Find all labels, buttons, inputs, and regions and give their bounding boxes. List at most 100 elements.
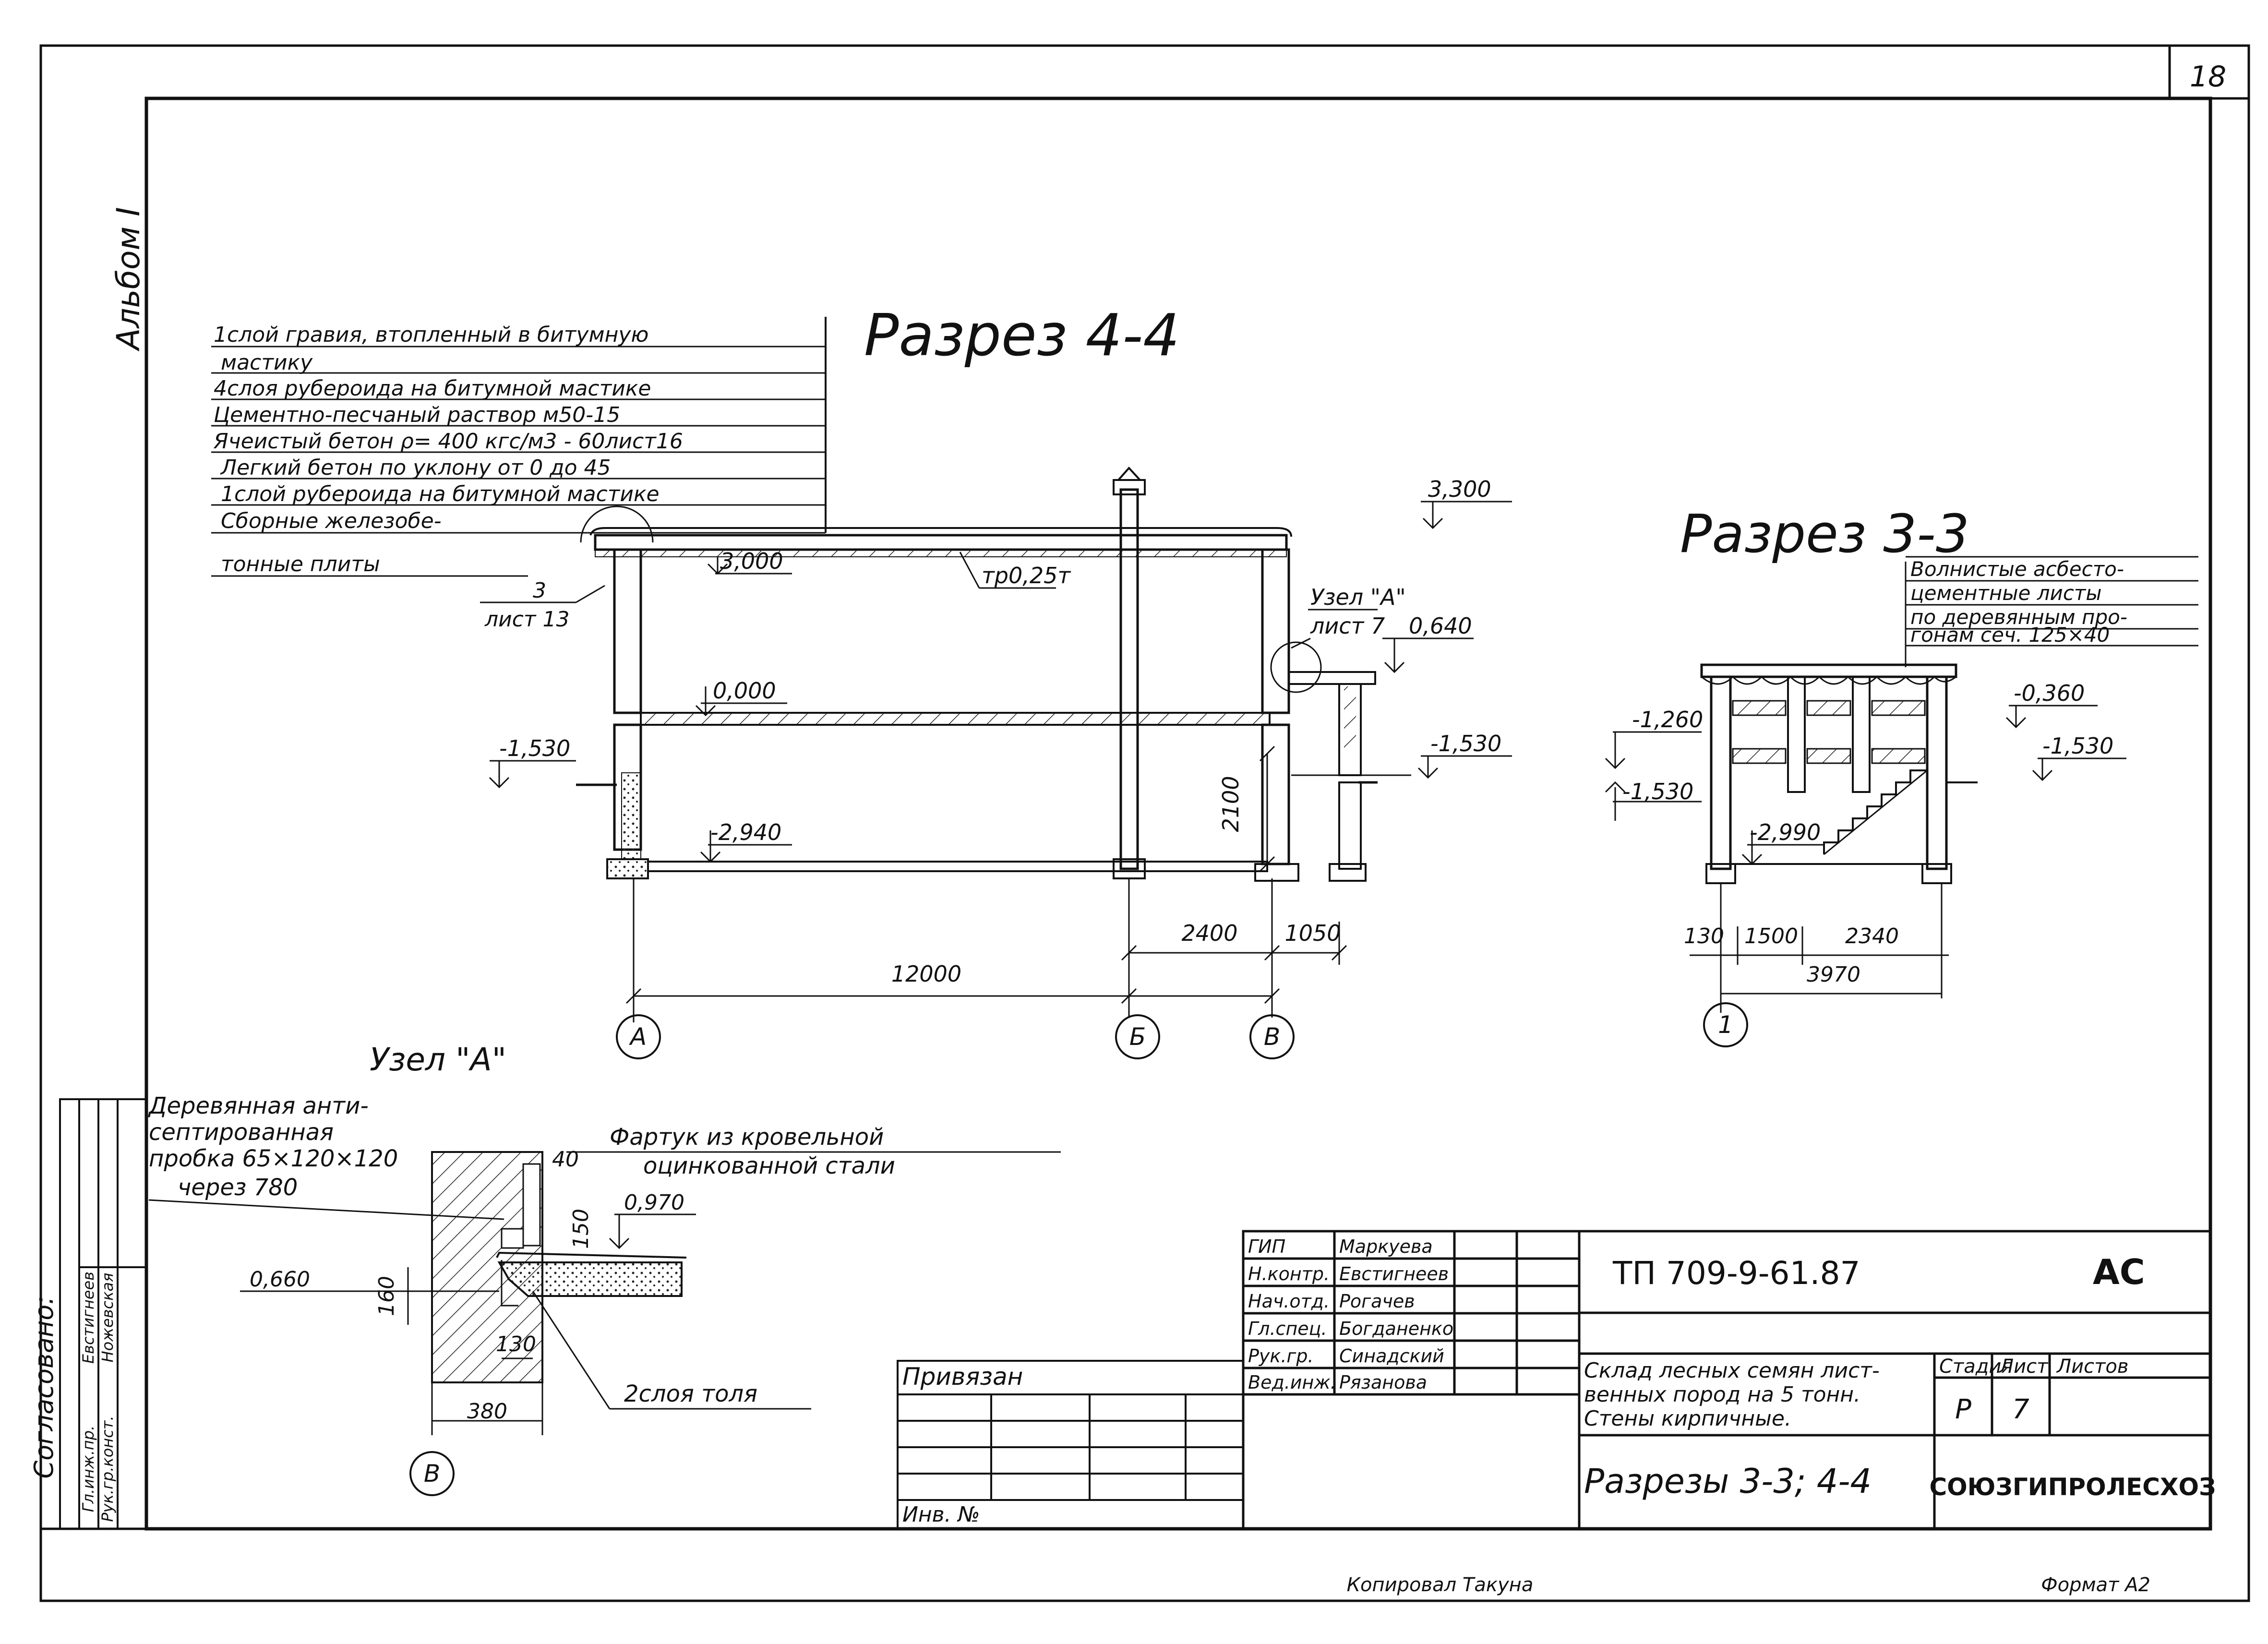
staff-name-2: Евстигнеев [1339,1263,1449,1284]
dimensions-nodeA [240,1157,696,1435]
axis-bubble-nodeA: В [409,1451,455,1496]
level-ground-left: -1,530 [499,735,570,761]
node-ref: Узел "А" [1310,584,1406,610]
axis-bubble-b: Б [1115,1014,1160,1059]
nodeA-detail [431,1151,687,1383]
building-section-44 [576,467,1411,882]
level-canopy: 0,640 [1409,613,1472,639]
binding-label: Привязан [902,1363,1023,1391]
dim33-2340: 2340 [1845,924,1899,948]
nodeA-level-a: 0,970 [624,1190,684,1215]
dim33-130: 130 [1684,924,1724,948]
layer-3: Цементно-песчаный раствор м50-15 [214,403,620,427]
dim-nodeA-150: 150 [569,1209,593,1249]
dim-2100: 2100 [1218,776,1244,832]
level-markers-33 [1605,705,2126,865]
approval-name-1: Евстигнеев [79,1272,97,1364]
format-label: Формат А2 [2041,1574,2150,1596]
level-markers-44 [489,501,1512,863]
note33-1: Волнистые асбесто- [1910,557,2124,581]
level-floor: 0,000 [713,678,776,704]
axis-bubble-1: 1 [1703,1002,1748,1047]
stage-value: Р [1955,1394,1971,1425]
staff-name-1: Маркуева [1339,1236,1433,1257]
doc-mark: АС [2093,1252,2145,1292]
layer-7b: тонные плиты [221,552,380,576]
staff-role-6: Вед.инж. [1248,1372,1336,1393]
level33-4: -1,530 [2042,733,2113,759]
dimensions-44 [625,745,1347,1022]
callout-sheet: лист 13 [484,607,570,632]
stage-label: Стадия [1939,1356,2013,1378]
level-basement: -2,940 [710,819,781,845]
nodeA-title: Узел "А" [370,1041,506,1078]
note33-4: гонам сеч. 125×40 [1910,623,2110,647]
dim-total-44: 12000 [891,961,961,987]
dimensions-33 [1690,883,1949,1013]
staff-role-4: Гл.спец. [1248,1318,1327,1339]
staff-name-3: Рогачев [1339,1291,1415,1312]
project-code: ТП 709-9-61.87 [1612,1255,1860,1292]
layer-2: 4слоя рубероида на битумной мастике [214,376,651,401]
staff-name-4: Богданенко [1339,1318,1453,1339]
approval-role-2: Рук.гр.конст. [98,1416,117,1522]
nodeA-plug-1: Деревянная анти- [148,1092,369,1119]
level33-5: -2,990 [1750,819,1821,845]
approval-role-1: Гл.инж.пр. [79,1426,97,1512]
svg-text:В: В [424,1460,440,1488]
title-block [1242,1230,2212,1530]
dim33-1500: 1500 [1744,924,1798,948]
staff-role-2: Н.контр. [1248,1263,1330,1284]
node-sheet: лист 7 [1310,613,1385,639]
level-top: 3,300 [1428,476,1491,502]
copied-by: Копировал Такуна [1347,1574,1534,1596]
layer-1b: мастику [221,350,313,375]
dim-2400: 2400 [1181,920,1237,946]
level-roof: 3,000 [720,548,783,574]
layer-5: Легкий бетон по уклону от 0 до 45 [220,456,611,480]
sheet-label: Лист [1998,1356,2049,1378]
nodeA-apron-2: оцинкованной стали [643,1152,895,1179]
approval-name-2: Ножевская [98,1273,117,1363]
svg-text:Б: Б [1129,1023,1146,1051]
svg-text:В: В [1264,1023,1280,1051]
building-section-33 [1700,663,1978,884]
dim-nodeA-130: 130 [496,1332,536,1356]
callout-circle [580,505,654,543]
staff-name-6: Рязанова [1339,1372,1427,1393]
level33-1: -1,260 [1632,707,1703,732]
staff-name-5: Синадский [1339,1345,1444,1367]
nodeA-apron-1: Фартук из кровельной [610,1124,884,1151]
layer-1: 1слой гравия, втопленный в битумную [214,323,648,347]
axis-bubble-a: А [616,1014,661,1059]
sheets-label: Листов [2056,1356,2128,1378]
svg-text:1: 1 [1718,1011,1733,1039]
axis-bubble-v: В [1249,1014,1295,1059]
callout-number: 3 [533,578,546,603]
note33-2: цементные листы [1910,581,2102,605]
inventory-label: Инв. № [902,1502,980,1527]
nodeA-plug-3: пробка 65×120×120 [149,1145,398,1172]
project-title-3: Стены кирпичные. [1584,1406,1791,1431]
organization-name: СОЮЗГИПРОЛЕСХОЗ [1929,1473,2216,1501]
layer-callout-list [211,317,827,577]
page-number: 18 [2190,60,2226,94]
dim-nodeA-40: 40 [552,1147,579,1172]
sheet-frame [39,44,2250,1602]
level33-2: -0,360 [2014,680,2085,706]
layer-6: 1слой рубероида на битумной мастике [221,482,660,506]
layer-7: Сборные железобе- [221,509,442,533]
svg-text:А: А [629,1023,647,1051]
album-label: Альбом I [110,207,147,352]
level33-3: -1,530 [1622,779,1693,804]
staff-role-3: Нач.отд. [1248,1291,1330,1312]
project-title-2: венных пород на 5 тонн. [1584,1382,1860,1407]
layer-4: Ячеистый бетон ρ= 400 кгс/м3 - 60лист16 [213,429,683,454]
nodeA-plug-2: септированная [149,1119,334,1146]
staff-role-5: Рук.гр. [1248,1345,1314,1367]
project-title-1: Склад лесных семян лист- [1584,1358,1880,1383]
section33-title: Разрез 3-3 [1680,503,1969,564]
section44-title: Разрез 4-4 [864,302,1180,369]
nodeA-plug-4: через 780 [178,1174,298,1201]
approval-strip [59,1098,147,1530]
